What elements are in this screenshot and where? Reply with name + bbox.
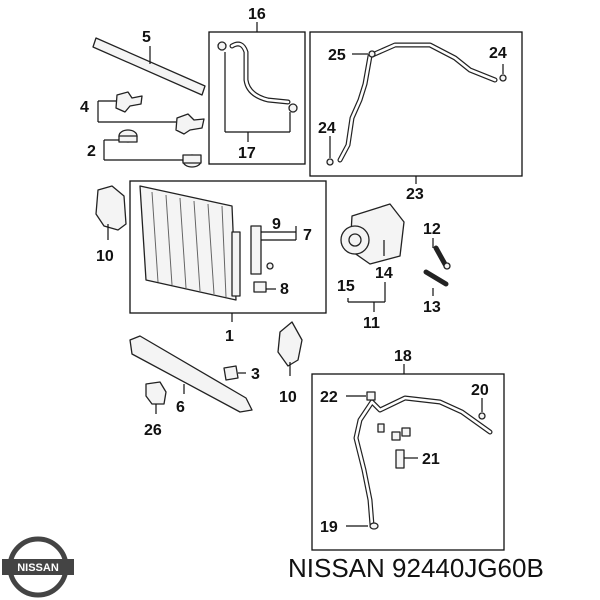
part-number-caption: NISSAN 92440JG60B [288, 553, 544, 583]
callout-12: 12 [423, 221, 441, 238]
part-11-compressor: 14 15 11 [337, 203, 405, 332]
callout-21: 21 [422, 451, 440, 468]
logo-text: NISSAN [17, 562, 59, 574]
callout-1: 1 [225, 328, 234, 345]
callout-24b: 24 [318, 120, 336, 137]
callout-18: 18 [394, 348, 412, 365]
callout-2: 2 [87, 143, 96, 160]
callout-7: 7 [303, 227, 312, 244]
callout-17: 17 [238, 145, 256, 162]
callout-14: 14 [375, 265, 393, 282]
part-12-13-bolts: 12 13 [423, 221, 451, 316]
callout-11: 11 [363, 315, 380, 332]
part-18-pipe-box: 18 22 20 21 19 [311, 348, 505, 551]
callout-24a: 24 [489, 45, 507, 62]
callout-15: 15 [337, 278, 355, 295]
callout-10b: 10 [279, 389, 297, 406]
callout-9: 9 [272, 216, 281, 233]
part-10-air-guide-lower: 10 [277, 321, 303, 406]
part-1-condenser-box: 1 9 7 8 [129, 180, 327, 345]
callout-3: 3 [251, 366, 260, 383]
callout-4: 4 [80, 99, 89, 116]
part-10-air-guide-upper: 10 [95, 185, 127, 265]
part-16-hose-box: 16 17 [208, 6, 306, 165]
part-23-pipe-box: 25 24 24 23 [309, 31, 523, 203]
part-4-brackets: 4 [80, 91, 205, 135]
callout-19: 19 [320, 519, 338, 536]
part-2-mounts: 2 [87, 129, 202, 168]
part-26-bracket: 26 [144, 381, 167, 439]
callout-6: 6 [176, 399, 185, 416]
callout-10a: 10 [96, 248, 114, 265]
callout-22: 22 [320, 389, 338, 406]
callout-25: 25 [328, 47, 346, 64]
callout-20: 20 [471, 382, 489, 399]
callout-23: 23 [406, 186, 424, 203]
part-6-lower-support: 6 3 [129, 335, 260, 416]
callout-26: 26 [144, 422, 162, 439]
nissan-logo-icon: NISSAN [2, 536, 74, 598]
part-5-seal-strip: 5 [92, 29, 206, 96]
callout-8: 8 [280, 281, 289, 298]
callout-13: 13 [423, 299, 441, 316]
callout-16: 16 [248, 6, 266, 23]
callout-5: 5 [142, 29, 151, 46]
